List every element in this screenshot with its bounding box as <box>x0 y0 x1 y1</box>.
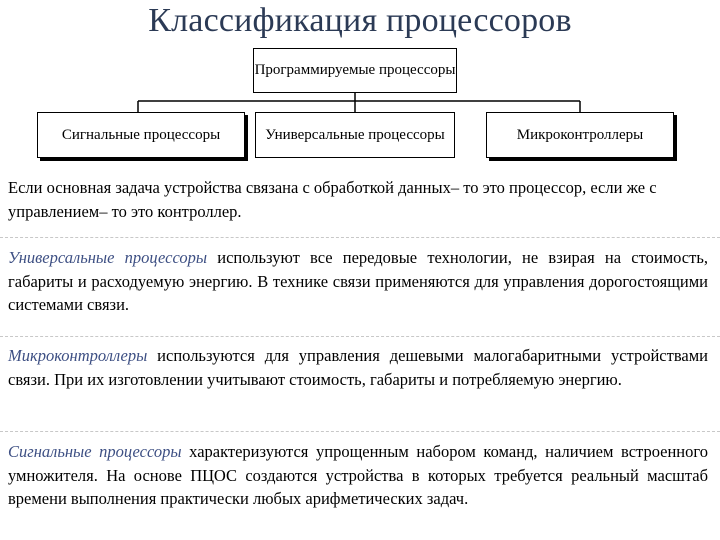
universal-processors-node: Универсальные процессоры <box>255 112 455 158</box>
paragraph-text: характеризуются упрощенным набором коман… <box>8 442 708 508</box>
divider <box>0 237 720 238</box>
term-universal: Универсальные процессоры <box>8 248 208 267</box>
root-node: Программируемые процессоры <box>253 48 457 93</box>
microcontrollers-node: Микроконтроллеры <box>486 112 674 158</box>
paragraph-intro: Если основная задача устройства связана … <box>8 176 708 223</box>
term-microcontrollers: Микроконтроллеры <box>8 346 148 365</box>
term-signal: Сигнальные процессоры <box>8 442 182 461</box>
divider <box>0 431 720 432</box>
paragraph-microcontrollers: Микроконтроллеры используются для управл… <box>8 344 708 391</box>
paragraph-text: используются для управления дешевыми мал… <box>8 346 708 389</box>
signal-processors-node: Сигнальные процессоры <box>37 112 245 158</box>
page-title: Классификация процессоров <box>148 2 572 39</box>
paragraph-text: используют все передовые технологии, не … <box>8 248 708 314</box>
paragraph-signal: Сигнальные процессоры характеризуются уп… <box>8 440 708 511</box>
paragraph-universal: Универсальные процессоры используют все … <box>8 246 708 317</box>
divider <box>0 336 720 337</box>
paragraph-text: Если основная задача устройства связана … <box>8 178 657 221</box>
